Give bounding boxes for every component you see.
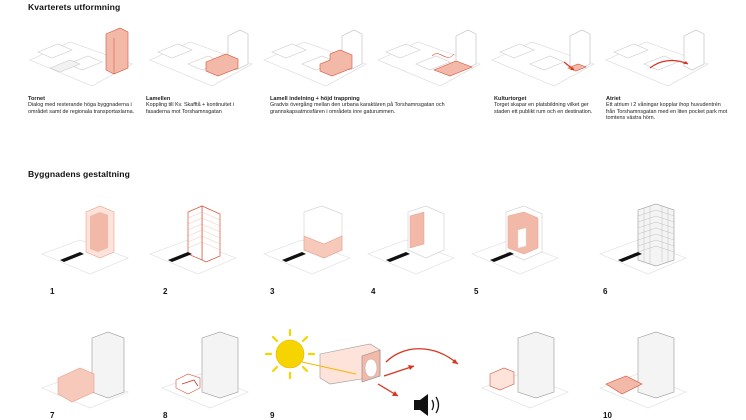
massing-diagram-atriet [605,29,709,87]
tower-diagram-3 [263,205,351,275]
caption-title: Tornet [28,96,45,102]
caption-title: Atriet [606,96,621,102]
diagram-number-6: 6 [603,287,608,296]
tower-diagram-8 [161,331,249,409]
caption-title: Lamellen [146,96,171,102]
tower-diagram-4 [367,205,455,275]
caption-lamell-indelning: Lamell indelning + höjd trappning Gradvi… [270,96,480,115]
massing-diagram-lamell-indelning [263,29,367,87]
caption-text: Torget skapar en platsbildning vilket ge… [494,102,593,115]
climate-diagram-9 [264,328,459,416]
caption-text: Koppling till Kv. Skafftå + kontinuitet … [146,102,235,115]
caption-title: Lamell indelning + höjd trappning [270,96,360,102]
diagram-number-2: 2 [163,287,168,296]
tower-diagram-6 [599,203,687,275]
massing-diagram-tornet [29,27,133,87]
caption-text: Gradvis övergång mellan den urbana karak… [270,102,445,115]
caption-lamellen: Lamellen Koppling till Kv. Skafftå + kon… [146,96,254,115]
section-title-byggnaden: Byggnadens gestaltning [28,169,130,179]
diagram-number-3: 3 [270,287,275,296]
diagram-number-4: 4 [371,287,376,296]
massing-diagram-kulturtorget [491,29,595,87]
section-title-kvarteret: Kvarterets utformning [28,2,121,12]
massing-diagram-trappning [377,29,481,87]
diagram-number-9: 9 [270,411,275,420]
caption-kulturtorget: Kulturtorget Torget skapar en platsbildn… [494,96,606,115]
caption-text: Dialog med resterande höga byggnaderna i… [28,102,135,115]
caption-atriet: Atriet Ett atrium i 2 våningar kopplar i… [606,96,730,122]
caption-text: Ett atrium i 2 våningar kopplar ihop huv… [606,102,728,122]
caption-title: Kulturtorget [494,96,527,102]
tower-diagram-1 [41,205,129,275]
tower-diagram-10 [481,331,569,409]
tower-diagram-11 [599,331,687,409]
diagram-number-5: 5 [474,287,479,296]
caption-tornet: Tornet Dialog med resterande höga byggna… [28,96,140,115]
diagram-number-7: 7 [50,411,55,420]
tower-diagram-2 [149,205,237,275]
diagram-number-8: 8 [163,411,168,420]
sun-icon [264,328,316,380]
diagram-number-1: 1 [50,287,55,296]
speaker-icon [414,394,440,416]
tower-diagram-5 [471,205,559,275]
massing-diagram-lamellen [149,29,253,87]
tower-diagram-7 [41,331,129,409]
diagram-number-10: 10 [603,411,612,420]
